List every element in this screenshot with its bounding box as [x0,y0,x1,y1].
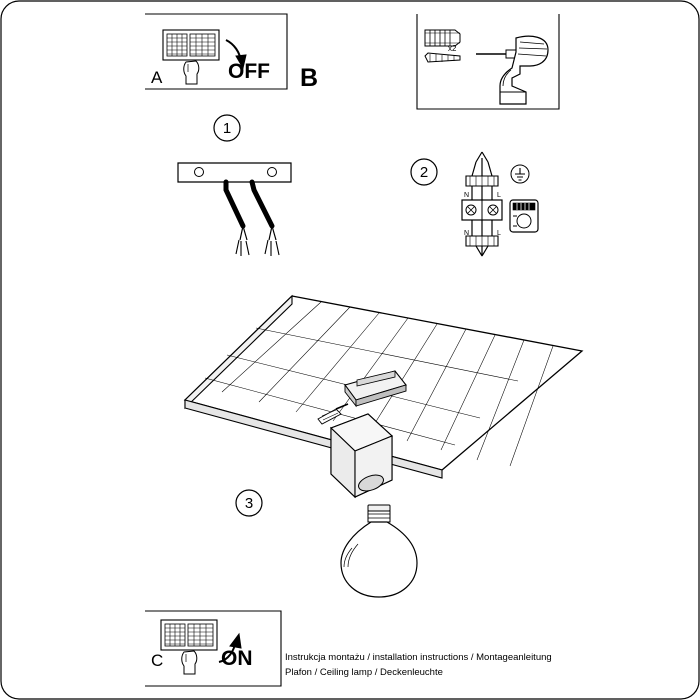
cable-right [249,179,280,256]
cable-connector-top [465,151,499,200]
mounting-bracket [344,370,407,408]
panel-a-frame [145,13,288,90]
step3-ceiling-lamp [183,294,584,598]
terminal-label-n-bottom: N [464,230,469,237]
step-number-1: 1 [213,114,241,142]
terminal-label-n-top: N [464,192,469,199]
panel-a-label: A [151,68,163,87]
earth-symbol-icon [510,164,530,184]
switch-on-icon [160,619,218,675]
terminal-label-l-top: L [497,192,501,199]
step-number-3: 3 [235,489,263,517]
switch-on-label: ON [221,647,253,670]
screw-icon [424,52,461,63]
switch-off-icon [162,29,220,85]
panel-b-drill [416,14,560,110]
step2-terminal-wiring: N L N L [461,151,539,257]
panel-b-frame [416,14,560,110]
terminal-label-l-bottom: L [497,230,501,237]
light-bulb [340,504,418,598]
footer-text: Instrukcja montażu / installation instru… [285,650,552,680]
step-number-2: 2 [410,158,438,186]
lamp-body-cube [329,413,394,499]
mounting-plate [177,162,292,183]
arrow-down-icon [225,39,247,70]
footer-line-1: Instrukcja montażu / installation instru… [285,652,552,663]
plate-hole-right [267,167,277,177]
plate-hole-left [194,167,204,177]
lamp-module-icon [509,199,539,233]
svg-text:2: 2 [420,164,428,181]
svg-text:1: 1 [223,120,231,137]
panel-c-switch-on [145,610,282,687]
power-drill-icon [476,35,549,105]
svg-text:3: 3 [245,495,253,512]
footer-line-2: Plafon / Ceiling lamp / Deckenleuchte [285,667,443,678]
dowel-quantity-label: x2 [448,44,457,53]
cable-left [223,179,250,256]
switch-off-label: OFF [228,60,270,83]
panel-c-label: C [151,651,164,670]
screw-detail-icon [317,403,349,425]
wall-plug-icon [424,29,461,47]
step1-ceiling-plate [177,162,292,256]
panel-c-frame [145,610,282,687]
terminal-block [461,199,503,257]
socket-opening [358,474,384,492]
panel-b-label: B [300,64,319,92]
panel-a-switch-off [145,13,288,90]
arrow-up-icon [218,632,242,663]
